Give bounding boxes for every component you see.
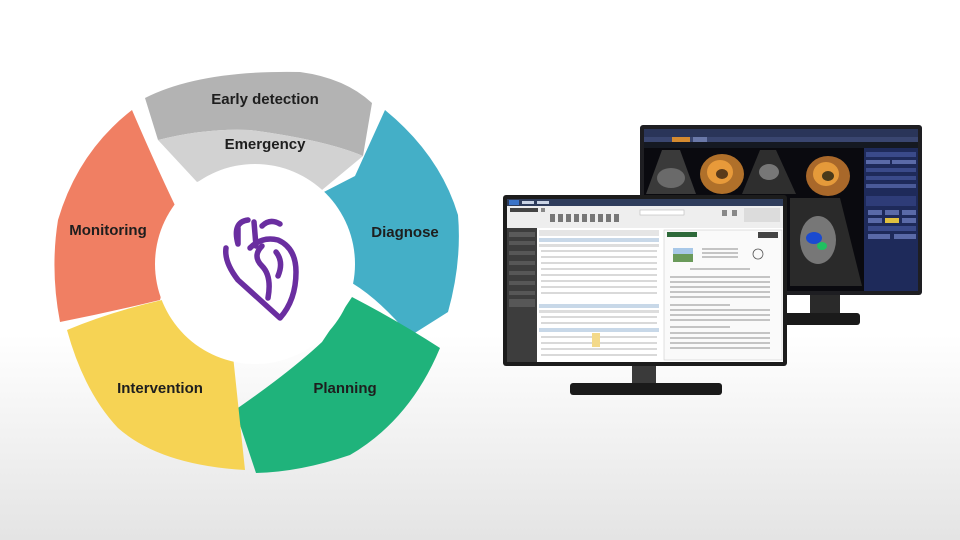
label-monitoring: Monitoring <box>69 222 146 239</box>
label-early-detection: Early detection <box>211 91 319 108</box>
echo-image-top-middle <box>742 150 796 194</box>
segment-planning <box>235 297 440 473</box>
center-circle <box>155 164 355 364</box>
worklist-rows-2 <box>541 316 657 324</box>
label-intervention: Intervention <box>117 380 203 397</box>
heart-icon <box>223 217 299 321</box>
report-logo-icon <box>752 248 764 260</box>
front-monitor-screen <box>507 199 783 362</box>
segment-emergency <box>158 129 363 190</box>
care-cycle-diagram: Early detection Emergency Diagnose Plann… <box>54 71 459 473</box>
label-diagnose: Diagnose <box>371 224 439 241</box>
echo-3d-render-2 <box>806 156 850 196</box>
echo-3d-render <box>700 154 744 194</box>
segment-monitoring <box>54 110 188 322</box>
echo-image-top-left <box>646 150 696 194</box>
label-planning: Planning <box>313 380 376 397</box>
label-emergency: Emergency <box>225 136 307 153</box>
report-text-lines <box>670 248 770 349</box>
segment-early-detection <box>145 71 372 156</box>
front-monitor <box>503 195 787 395</box>
worklist-rows <box>541 250 657 294</box>
echo-color-doppler <box>790 198 862 286</box>
